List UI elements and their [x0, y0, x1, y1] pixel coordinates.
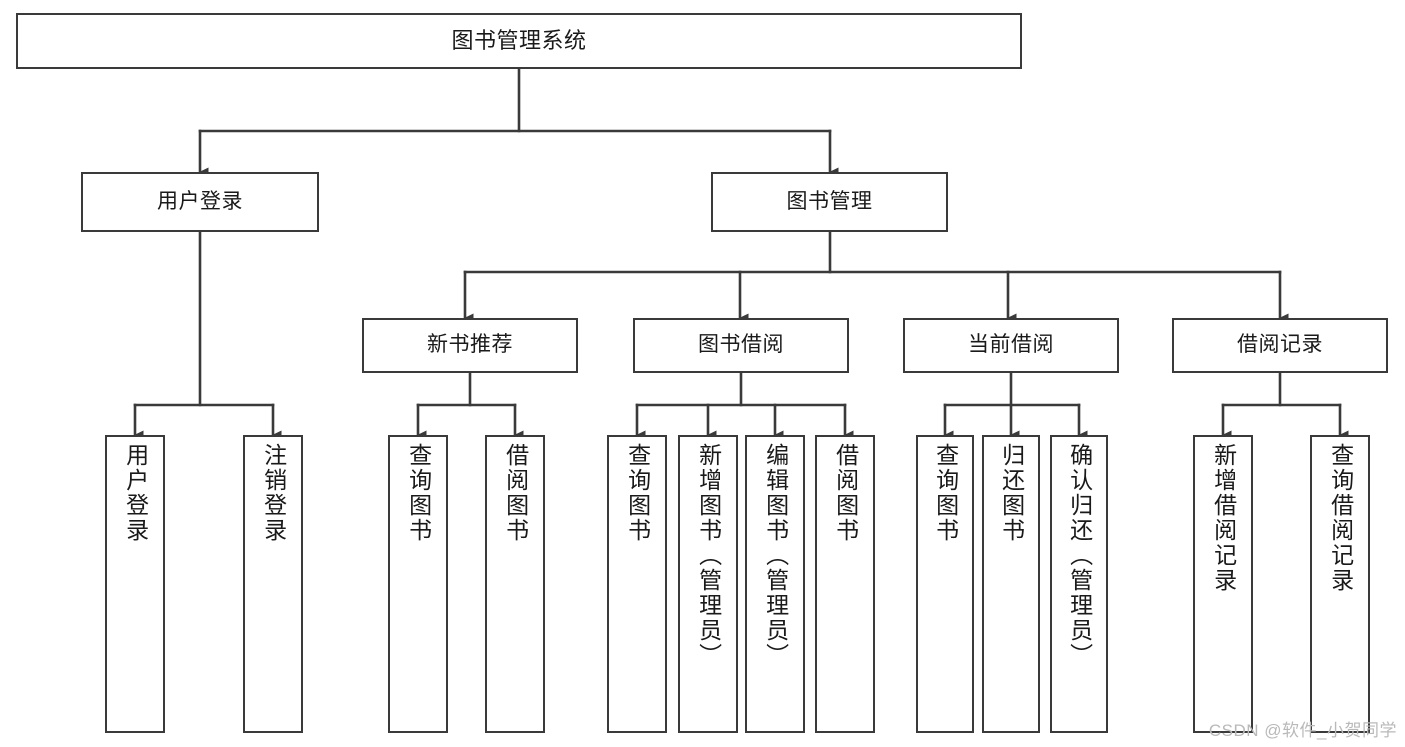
node-leaf-edit-book[interactable]: 编辑图书（管理员） — [745, 435, 805, 733]
node-book-borrow-label: 图书借阅 — [698, 333, 784, 357]
node-leaf-borrow-book-1-label: 借阅图书 — [502, 443, 529, 543]
node-leaf-query-book-2-label: 查询图书 — [624, 443, 651, 543]
node-leaf-confirm-return-label: 确认归还（管理员） — [1066, 443, 1093, 668]
node-root-label: 图书管理系统 — [451, 28, 587, 54]
node-leaf-add-book-label: 新增图书（管理员） — [695, 443, 722, 668]
node-leaf-query-book-1[interactable]: 查询图书 — [388, 435, 448, 733]
node-user-login[interactable]: 用户登录 — [81, 172, 319, 232]
node-leaf-query-book-1-label: 查询图书 — [405, 443, 432, 543]
node-leaf-query-book-3[interactable]: 查询图书 — [916, 435, 974, 733]
node-leaf-user-logout-label: 注销登录 — [260, 443, 287, 543]
node-borrow-record[interactable]: 借阅记录 — [1172, 318, 1388, 373]
node-new-book-rec-label: 新书推荐 — [427, 333, 513, 357]
node-leaf-query-book-2[interactable]: 查询图书 — [607, 435, 667, 733]
node-leaf-borrow-book-2[interactable]: 借阅图书 — [815, 435, 875, 733]
node-current-borrow-label: 当前借阅 — [968, 333, 1054, 357]
node-current-borrow[interactable]: 当前借阅 — [903, 318, 1119, 373]
node-leaf-add-record[interactable]: 新增借阅记录 — [1193, 435, 1253, 733]
node-new-book-rec[interactable]: 新书推荐 — [362, 318, 578, 373]
node-leaf-borrow-book-1[interactable]: 借阅图书 — [485, 435, 545, 733]
node-book-borrow[interactable]: 图书借阅 — [633, 318, 849, 373]
node-leaf-query-record-label: 查询借阅记录 — [1327, 443, 1354, 593]
node-leaf-user-logout[interactable]: 注销登录 — [243, 435, 303, 733]
node-leaf-return-book-label: 归还图书 — [998, 443, 1025, 543]
node-root[interactable]: 图书管理系统 — [16, 13, 1022, 69]
node-leaf-add-book[interactable]: 新增图书（管理员） — [678, 435, 738, 733]
node-leaf-user-login[interactable]: 用户登录 — [105, 435, 165, 733]
node-leaf-add-record-label: 新增借阅记录 — [1210, 443, 1237, 593]
node-leaf-return-book[interactable]: 归还图书 — [982, 435, 1040, 733]
node-leaf-confirm-return[interactable]: 确认归还（管理员） — [1050, 435, 1108, 733]
node-borrow-record-label: 借阅记录 — [1237, 333, 1323, 357]
node-book-manage-label: 图书管理 — [786, 189, 873, 213]
node-leaf-query-book-3-label: 查询图书 — [932, 443, 959, 543]
node-book-manage[interactable]: 图书管理 — [711, 172, 948, 232]
node-user-login-label: 用户登录 — [157, 189, 243, 213]
node-leaf-borrow-book-2-label: 借阅图书 — [832, 443, 859, 543]
csdn-watermark: CSDN @软件_小贺同学 — [1208, 721, 1397, 740]
node-leaf-edit-book-label: 编辑图书（管理员） — [762, 443, 789, 668]
node-leaf-query-record[interactable]: 查询借阅记录 — [1310, 435, 1370, 733]
node-leaf-user-login-label: 用户登录 — [122, 443, 149, 543]
